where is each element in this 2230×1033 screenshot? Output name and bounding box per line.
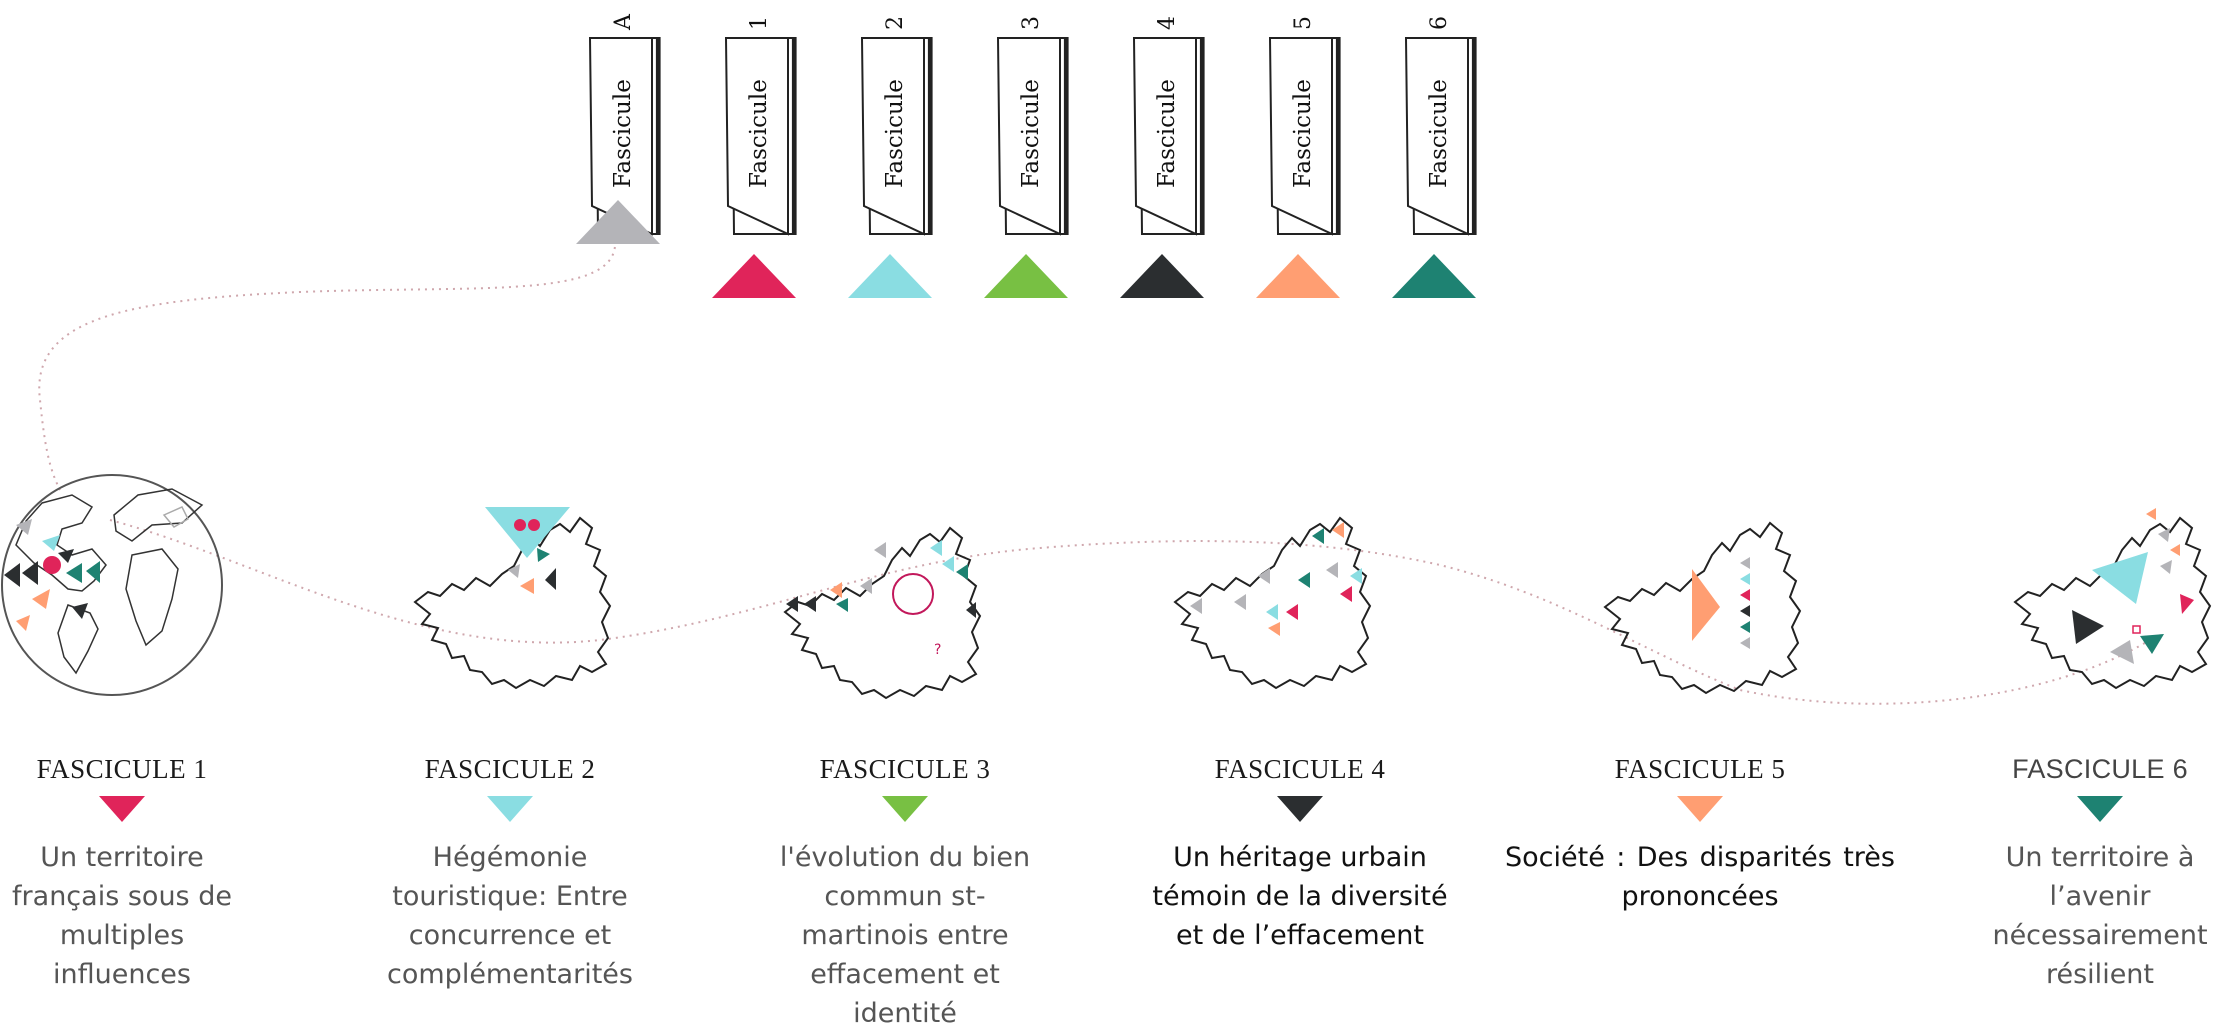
fascicule-title: FASCICULE 1 <box>36 754 208 784</box>
book-number: A <box>611 13 636 31</box>
book-number: 6 <box>1427 16 1452 30</box>
island-map-2 <box>414 507 611 689</box>
book-a: Fascicule A <box>588 13 661 236</box>
book-label: Fascicule <box>1154 79 1180 188</box>
fascicule-title: FASCICULE 5 <box>1614 754 1786 784</box>
world-globe-map <box>1 474 223 696</box>
book-color-triangle <box>712 254 796 298</box>
island-map-5 <box>1604 522 1801 694</box>
book-color-triangle <box>984 254 1068 298</box>
fascicule-description: Société : Des disparités très prononcées <box>1505 842 1895 912</box>
book-number: 5 <box>1291 16 1316 30</box>
book-label: Fascicule <box>1426 79 1452 188</box>
book-2: Fascicule 2 <box>860 16 933 236</box>
book-1: Fascicule 1 <box>724 16 797 236</box>
fascicule-description: Un territoire à l’avenir nécessairement … <box>1992 842 2208 990</box>
fascicule-title: FASCICULE 2 <box>424 754 596 784</box>
book-label: Fascicule <box>1290 79 1316 188</box>
fascicule-title: FASCICULE 3 <box>819 754 991 784</box>
fascicule-description: l'évolution du bien commun st-martinois … <box>779 842 1031 1029</box>
island-map-6 <box>2014 508 2211 689</box>
fascicule-description: Un territoire français sous de multiples… <box>12 842 232 990</box>
book-color-triangle <box>1392 254 1476 298</box>
unknown-mark: ? <box>934 642 941 658</box>
fascicule-marker-triangle <box>1677 796 1723 822</box>
book-3: Fascicule 3 <box>996 16 1069 236</box>
fascicule-marker-triangle <box>1277 796 1323 822</box>
book-label: Fascicule <box>746 79 772 188</box>
book-number: 3 <box>1019 16 1044 30</box>
book-color-triangle <box>1120 254 1204 298</box>
book-number: 2 <box>883 16 908 30</box>
book-number: 4 <box>1155 16 1180 30</box>
book-6: Fascicule 6 <box>1404 16 1477 236</box>
journey-curve-top <box>38 239 617 491</box>
book-4: Fascicule 4 <box>1132 16 1205 236</box>
fascicule-marker-triangle <box>882 796 928 822</box>
fascicule-marker-triangle <box>487 796 533 822</box>
fascicule-marker-triangle <box>99 796 145 822</box>
fascicule-description: Hégémonie touristique: Entre concurrence… <box>387 842 633 990</box>
book-color-triangle <box>1256 254 1340 298</box>
island-map-3: ? <box>784 527 981 699</box>
book-label: Fascicule <box>610 79 636 188</box>
book-color-triangle <box>576 200 660 244</box>
book-label: Fascicule <box>1018 79 1044 188</box>
island-map-4 <box>1174 517 1371 689</box>
fascicule-title: FASCICULE 4 <box>1214 754 1386 784</box>
fascicule-description: Un héritage urbain témoin de la diversit… <box>1152 842 1448 951</box>
book-number: 1 <box>747 16 772 30</box>
book-label: Fascicule <box>882 79 908 188</box>
book-5: Fascicule 5 <box>1268 16 1341 236</box>
fascicule-title: FASCICULE 6 <box>2012 754 2188 784</box>
fascicule-marker-triangle <box>2077 796 2123 822</box>
book-color-triangle <box>848 254 932 298</box>
journey-curve-bottom <box>109 519 2151 705</box>
